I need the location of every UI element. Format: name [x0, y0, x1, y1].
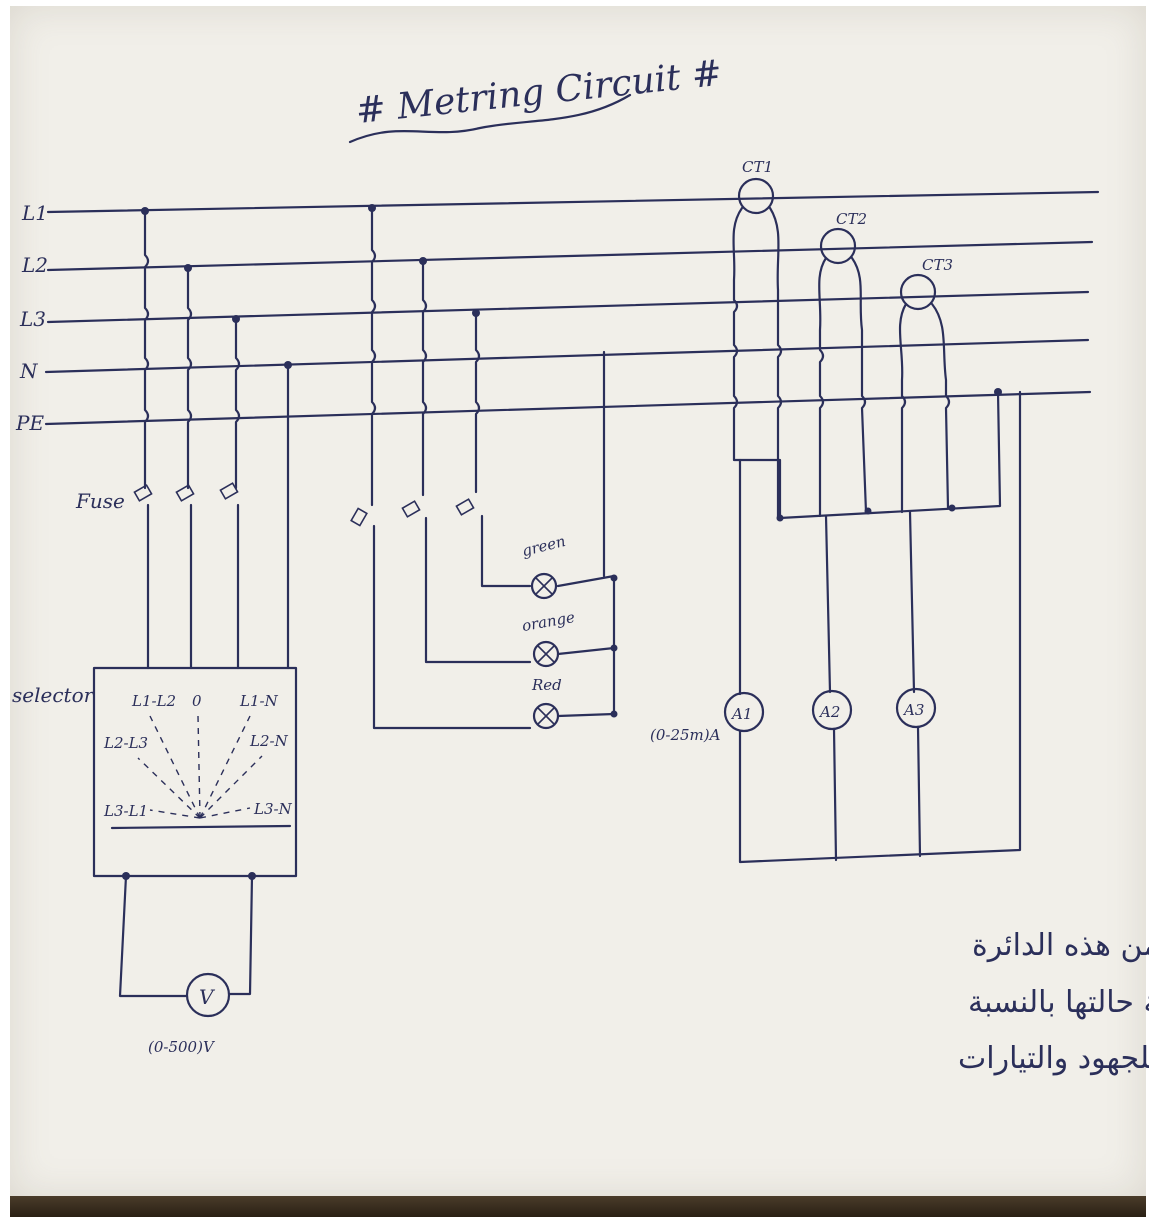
lamp-feed-orange — [424, 516, 532, 664]
ct1-label: CT1 — [742, 158, 773, 176]
fuse-label: Fuse — [75, 489, 125, 513]
bus-pe — [44, 390, 1092, 426]
selector-pos-l3-l1: L3-L1 — [103, 802, 148, 820]
title-underline — [348, 93, 632, 144]
note-line-3: للجهود والتيارات — [958, 1041, 1149, 1076]
lamp-return-red — [556, 712, 616, 718]
bus-label-pe: PE — [15, 411, 44, 435]
lamp-orange — [532, 640, 560, 668]
a2-lead — [824, 514, 832, 694]
bus-label-l1: L1 — [21, 201, 48, 225]
lamp-return-orange — [556, 646, 616, 656]
ammeter-a3-label: A3 — [902, 701, 924, 719]
lamp-feed-red — [372, 524, 532, 730]
ammeter-a1 — [723, 691, 765, 733]
selector-base — [110, 824, 292, 830]
bus-label-l3: L3 — [19, 307, 46, 331]
lamp-green — [530, 572, 558, 600]
voltmeter-range: (0-500)V — [148, 1038, 216, 1056]
a3-return — [916, 725, 922, 858]
voltmeter-symbol: V — [199, 985, 216, 1009]
lamp-red — [532, 702, 560, 730]
voltmeter-feeders — [141, 207, 292, 670]
fuse-icon — [350, 498, 475, 527]
ammeter-return-bus — [738, 390, 1022, 864]
bus-l2 — [46, 240, 1094, 272]
note-line-1: - الهدف من هذه الدائرة — [972, 928, 1149, 963]
ammeter-a1-label: A1 — [730, 705, 752, 723]
ammeter-a2-label: A2 — [818, 703, 840, 721]
bus-l1 — [46, 190, 1100, 214]
selector-pos-l1-l2: L1-L2 — [131, 692, 176, 710]
ct3-label: CT3 — [922, 256, 953, 274]
table-edge — [10, 1196, 1146, 1217]
selector-pos-l2-n: L2-N — [249, 732, 289, 750]
selector-pos-l1-n: L1-N — [239, 692, 279, 710]
fuse-icon — [133, 482, 239, 502]
ammeter-a2 — [811, 689, 853, 731]
current-transformer-ct3 — [898, 273, 951, 514]
ammeter-range: (0-25m)A — [650, 726, 721, 744]
note-line-2: هو مراقبة الشبكة ومعرفة حالتها بالنسبة — [968, 985, 1149, 1020]
lamp-label-orange: orange — [521, 608, 577, 635]
lamp-feeders — [368, 204, 481, 507]
selector-pos-off: 0 — [192, 692, 202, 710]
lamp-return-green — [556, 574, 616, 588]
voltmeter-lead-right — [228, 874, 254, 996]
ct2-label: CT2 — [836, 210, 867, 228]
ct-star-point — [778, 390, 1002, 520]
selector-pos-l3-n: L3-N — [253, 800, 293, 818]
lamp-label-green: green — [520, 532, 567, 560]
ammeter-a3 — [895, 687, 937, 729]
lamp-label-red: Red — [531, 676, 562, 694]
bus-label-l2: L2 — [21, 253, 48, 277]
selector-pos-l2-l3: L2-L3 — [103, 734, 148, 752]
current-transformer-ct1 — [732, 177, 783, 520]
selector-positions: L1-L2 0 L1-N L2-L3 L2-N L3-L1 L3-N — [103, 692, 293, 820]
bus-n — [44, 338, 1090, 374]
bus-label-n: N — [19, 359, 39, 383]
bus-l3 — [46, 290, 1090, 324]
voltmeter-lead-left — [118, 874, 188, 998]
voltmeter — [185, 972, 231, 1018]
paper-sheet — [10, 6, 1146, 1198]
a2-return — [832, 727, 838, 862]
selector-label: selector — [12, 683, 95, 707]
selector-dashes — [137, 715, 263, 819]
a3-lead — [908, 510, 916, 694]
current-transformer-ct2 — [818, 227, 868, 518]
selector-switch — [92, 666, 298, 878]
lamp-feed-green — [480, 514, 532, 588]
